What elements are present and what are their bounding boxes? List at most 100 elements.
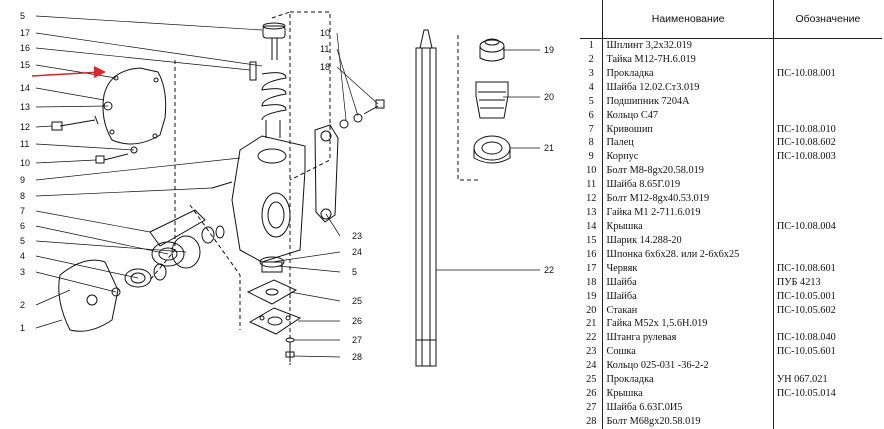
row-name: Болт М68gх20.58.019 xyxy=(602,414,774,429)
row-code: ПС-10.05.001 xyxy=(772,289,882,304)
row-code xyxy=(772,359,882,374)
callout-2: 2 xyxy=(20,300,25,310)
callout-17: 17 xyxy=(20,28,30,38)
row-number: 25 xyxy=(586,374,597,386)
row-number: 2 xyxy=(588,53,594,65)
row-code: ПС-10.08.010 xyxy=(772,122,882,137)
row-number: 18 xyxy=(586,276,597,288)
callouts-mid: 10 11 18 xyxy=(320,28,330,72)
callout-22: 22 xyxy=(544,265,554,275)
row-name: Стакан xyxy=(602,303,774,318)
callouts-left: 5 17 16 15 14 13 12 11 10 9 8 7 6 5 4 3 … xyxy=(20,11,30,333)
row-number: 9 xyxy=(588,151,594,163)
header-code: Обозначение xyxy=(772,0,882,39)
callout-7: 7 xyxy=(20,206,25,216)
callout-4: 4 xyxy=(20,251,25,261)
callout-6: 6 xyxy=(20,221,25,231)
table-row: 6 Кольцо С47 xyxy=(580,108,882,123)
row-number: 10 xyxy=(586,165,597,177)
row-number: 14 xyxy=(586,221,597,232)
row-number: 3 xyxy=(588,67,594,79)
row-code xyxy=(772,401,882,415)
row-code: ПС-10.08.040 xyxy=(772,331,882,346)
callout-8: 8 xyxy=(20,191,25,201)
row-number: 6 xyxy=(588,109,594,121)
row-name: Кольцо 025-031 -36-2-2 xyxy=(602,359,774,374)
callouts-bottom: 23 24 5 25 26 27 28 xyxy=(352,231,362,362)
row-name: Болт М12-8gх40.53.019 xyxy=(602,192,774,207)
callout-21: 21 xyxy=(544,143,554,153)
row-number: 20 xyxy=(586,304,597,316)
callout-19: 19 xyxy=(544,45,554,55)
callout-12: 12 xyxy=(20,122,30,132)
row-number: 16 xyxy=(586,248,597,260)
callout-5-bottom: 5 xyxy=(352,267,357,277)
row-name: Прокладка xyxy=(602,373,774,388)
callout-28: 28 xyxy=(352,352,362,362)
row-code xyxy=(772,52,882,67)
callout-11: 11 xyxy=(20,139,29,149)
row-code xyxy=(772,247,882,262)
header-number xyxy=(580,0,603,39)
row-name: Кольцо С47 xyxy=(602,108,774,123)
row-code: УН 067.021 xyxy=(772,373,882,388)
callout-13: 13 xyxy=(20,102,30,112)
row-name: Палец xyxy=(602,136,774,151)
row-number: 11 xyxy=(586,179,597,191)
table-row: 12 Болт М12-8gх40.53.019 xyxy=(580,192,882,207)
callout-18: 18 xyxy=(320,62,330,72)
row-name: Крышка xyxy=(602,220,774,234)
callout-5b: 5 xyxy=(20,236,25,246)
row-name: Штанга рулевая xyxy=(602,331,774,346)
callout-16: 16 xyxy=(20,43,30,53)
callout-3: 3 xyxy=(20,267,25,277)
callout-1: 1 xyxy=(20,323,25,333)
row-code xyxy=(772,38,882,53)
row-name: Шайба xyxy=(602,289,774,304)
steering-rod-22-shape xyxy=(415,47,437,367)
row-number: 26 xyxy=(586,388,597,400)
row-code: ПУБ 4213 xyxy=(772,275,882,290)
row-name: Червяк xyxy=(602,261,774,276)
row-name: Тайка М12-7Н.6.019 xyxy=(602,52,774,67)
row-name: Болт М8-8gх20.58.019 xyxy=(602,164,774,179)
callout-15: 15 xyxy=(20,60,30,70)
row-name: Подшипник 7204А xyxy=(602,94,774,109)
row-number: 12 xyxy=(586,193,597,205)
row-code xyxy=(772,108,882,123)
callout-26: 26 xyxy=(352,316,362,326)
row-code xyxy=(772,178,882,193)
callout-10-mid: 10 xyxy=(320,28,330,38)
row-number: 17 xyxy=(586,262,597,274)
row-name: Сошка xyxy=(602,345,774,360)
callout-20: 20 xyxy=(544,92,554,102)
callout-10: 10 xyxy=(20,158,30,168)
gasket-3-shape xyxy=(58,259,119,332)
worm-17-shape xyxy=(261,72,287,121)
row-number: 27 xyxy=(586,401,597,413)
row-name: Крышка xyxy=(602,387,774,402)
row-code: ПС-10.08.001 xyxy=(772,66,882,81)
row-number: 24 xyxy=(586,360,597,372)
row-code xyxy=(772,206,882,221)
row-name: Шплинт 3,2х32.019 xyxy=(602,38,774,53)
header-name: Наименование xyxy=(602,0,774,39)
callout-9: 9 xyxy=(20,175,25,185)
row-code: ПС-10.05.602 xyxy=(772,303,882,318)
cover-14-shape xyxy=(102,67,167,145)
